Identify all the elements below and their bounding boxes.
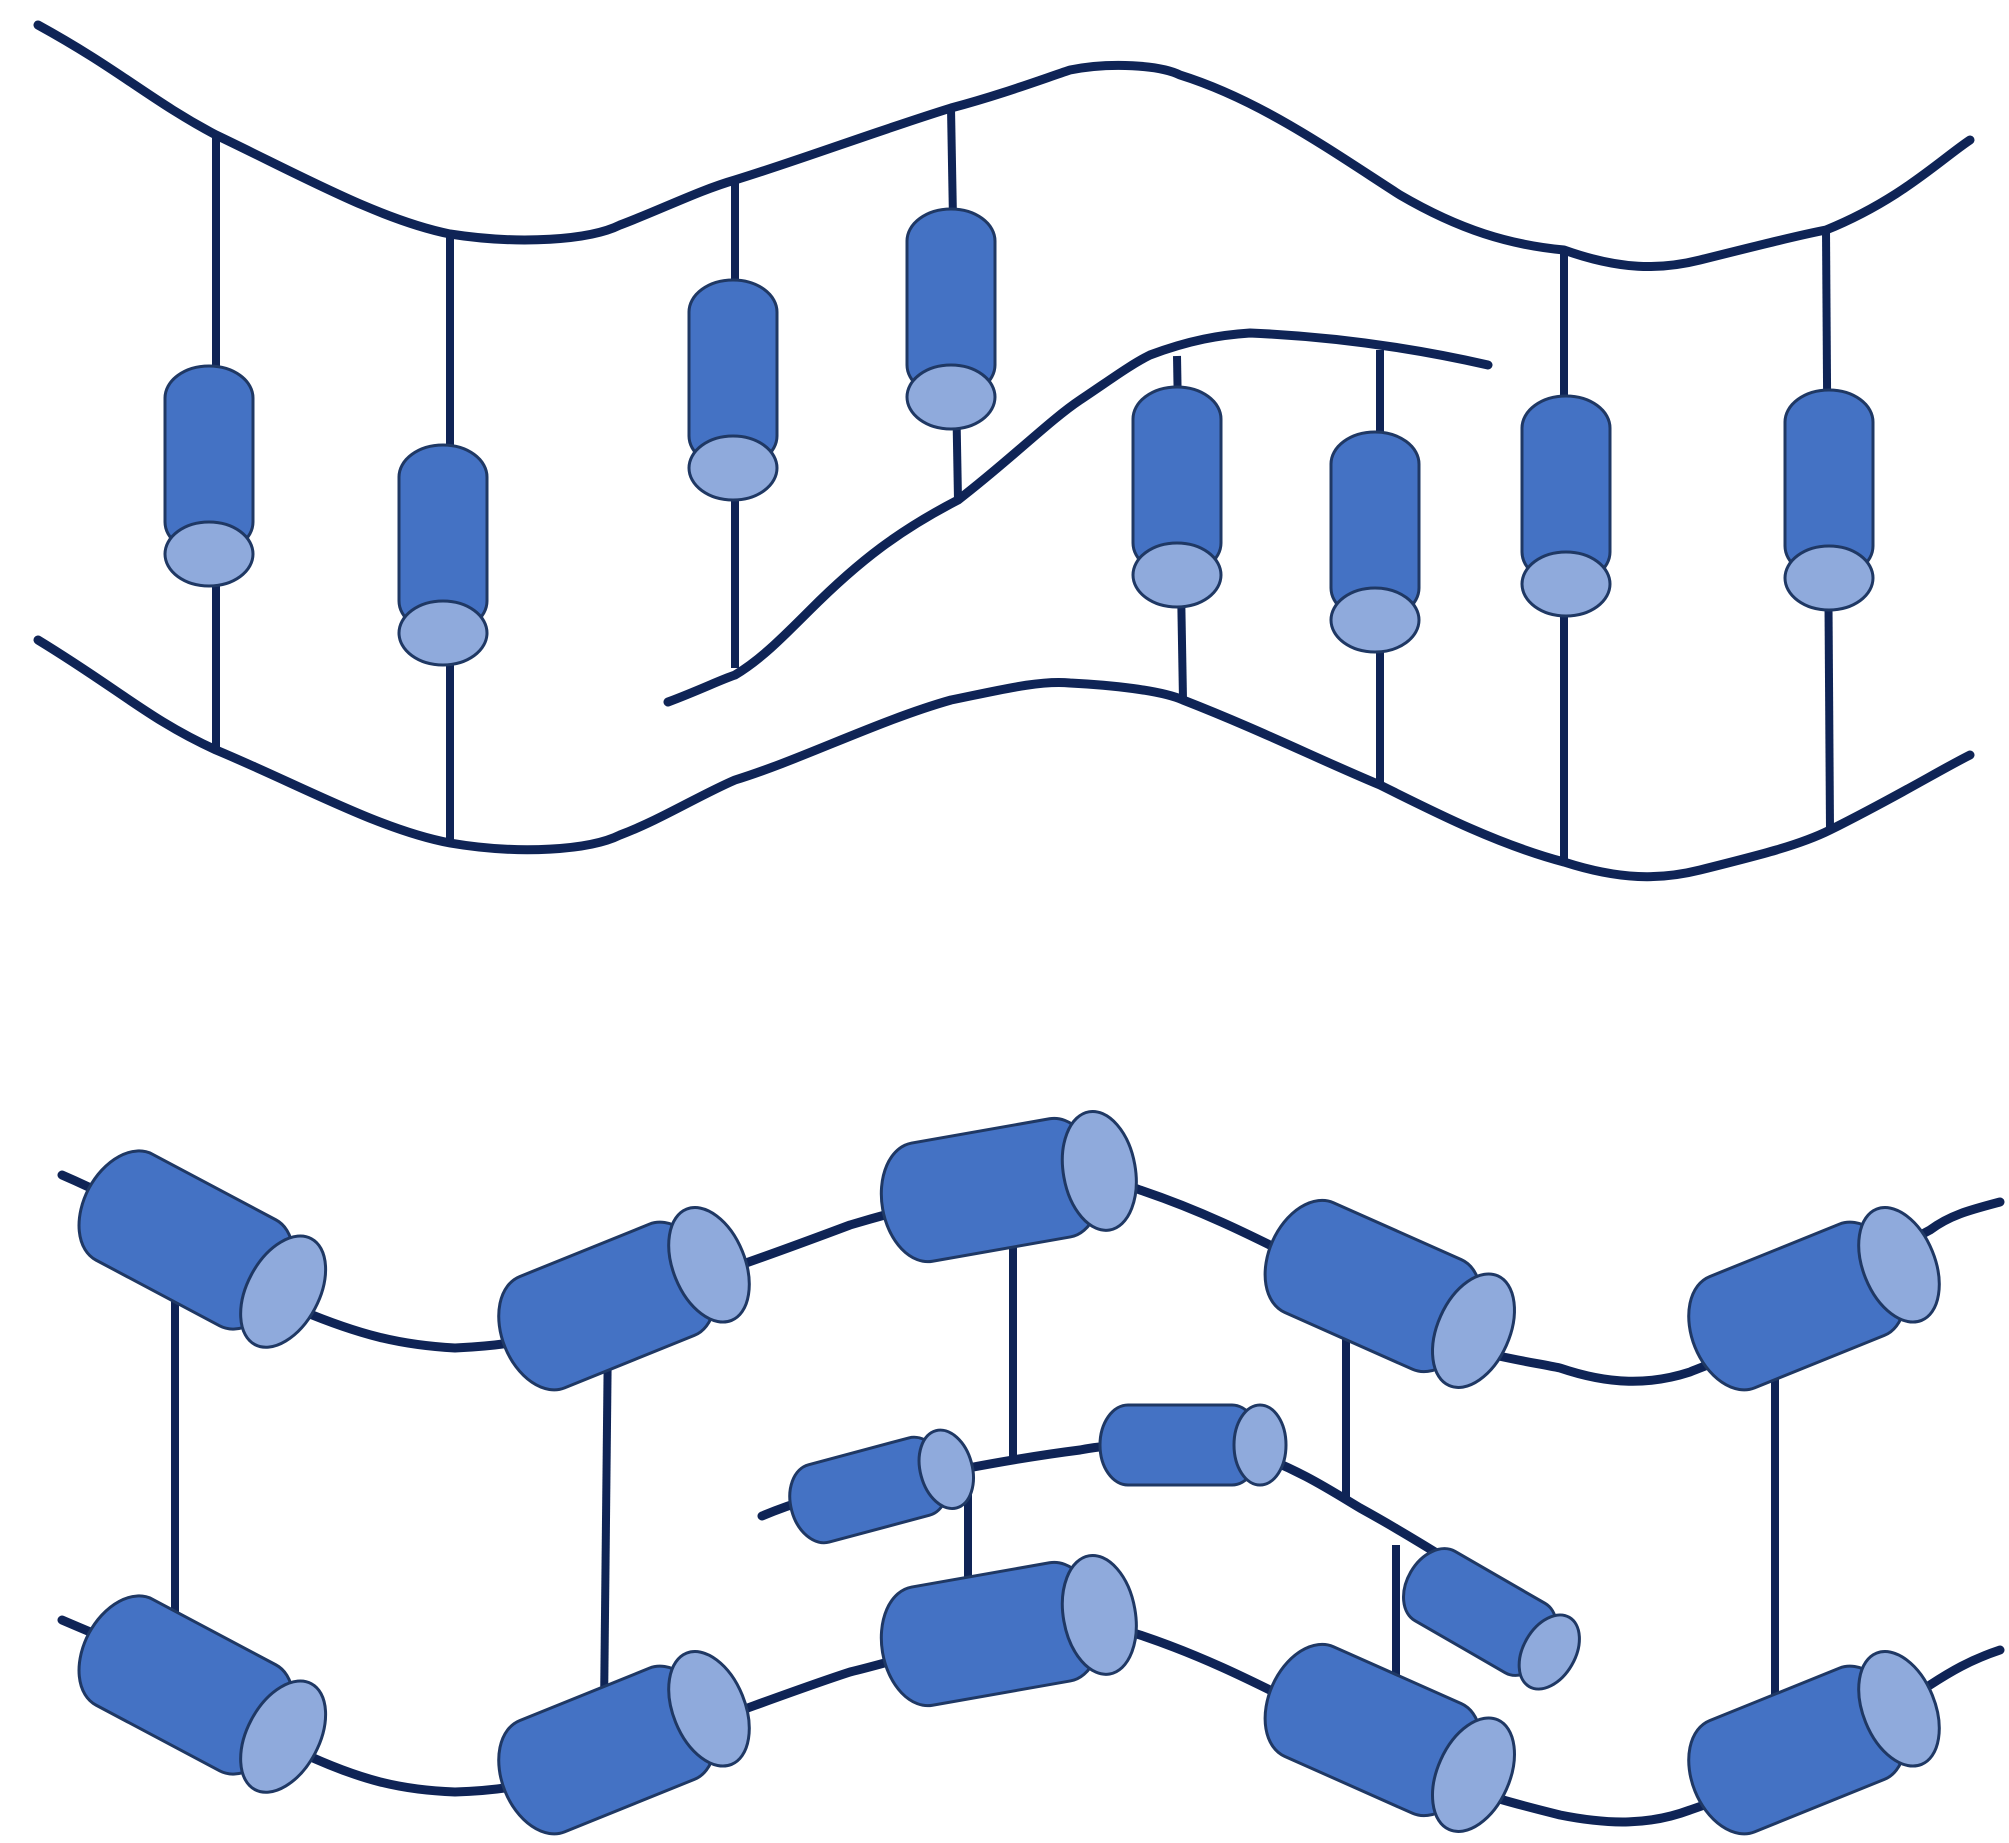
- tilted-cylinder: [1671, 1638, 1957, 1843]
- small-cylinder: [779, 1422, 984, 1551]
- tilted-cylinder: [870, 1104, 1147, 1270]
- vertical-cylinder: [1783, 388, 1875, 612]
- vertical-cylinder: [1329, 430, 1421, 654]
- vertical-cylinder: [1520, 394, 1612, 618]
- tilted-cylinder: [59, 1133, 345, 1364]
- rung: [600, 1329, 612, 1711]
- tilted-cylinder: [481, 1638, 767, 1843]
- tilted-cylinder: [870, 1548, 1147, 1714]
- small-cylinder: [1389, 1535, 1594, 1702]
- vertical-cylinder: [163, 364, 255, 588]
- tilted-cylinder: [1671, 1194, 1957, 1405]
- vertical-cylinder: [1131, 385, 1223, 609]
- tilted-cylinder: [1246, 1184, 1533, 1402]
- small-cylinder: [1098, 1403, 1288, 1487]
- tilted-cylinder: [481, 1194, 767, 1405]
- vertical-cylinder: [397, 443, 489, 667]
- vertical-cylinder: [905, 207, 997, 431]
- top-lower-strand: [33, 635, 1975, 882]
- tilted-cylinder: [59, 1578, 345, 1809]
- top-upper-strand: [33, 20, 1975, 272]
- top-inner-strand: [663, 328, 1493, 707]
- vertical-cylinder: [687, 278, 779, 502]
- bottom-panel: [57, 1104, 2005, 1843]
- top-panel: [33, 20, 1975, 882]
